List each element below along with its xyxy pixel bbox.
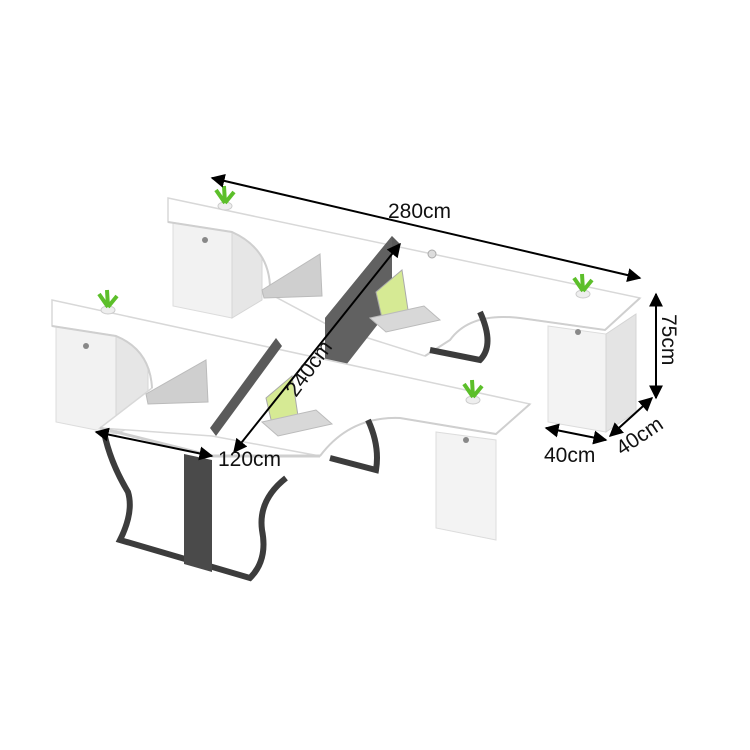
dimension-label-length: 280cm bbox=[388, 200, 451, 223]
cable-hole bbox=[427, 249, 437, 259]
dimension-line-length bbox=[210, 174, 642, 282]
dimension-line-cabinet-width bbox=[544, 423, 608, 445]
cabinet-icon bbox=[547, 313, 637, 433]
dimension-line-width bbox=[94, 427, 214, 461]
desk-frame bbox=[429, 310, 491, 364]
cabinet-icon bbox=[435, 431, 497, 541]
plant-icon bbox=[214, 185, 236, 211]
dimension-label-cabinet-width: 40cm bbox=[544, 444, 595, 467]
center-leg bbox=[184, 454, 212, 572]
monitor-icon bbox=[145, 359, 209, 405]
plant-icon bbox=[97, 289, 119, 315]
plant-icon bbox=[462, 379, 484, 405]
dimension-label-height: 75cm bbox=[657, 314, 680, 365]
dimension-line-cabinet-depth bbox=[608, 397, 654, 437]
dimension-line-depth bbox=[233, 242, 401, 454]
dimension-label-width: 120cm bbox=[218, 448, 281, 471]
